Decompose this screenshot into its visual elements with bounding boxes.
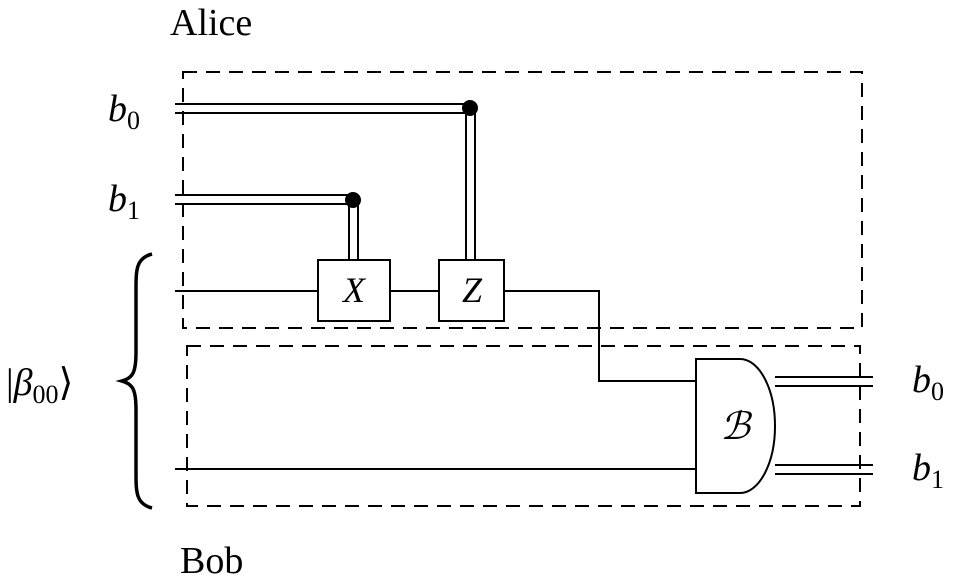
classical-output-b1	[775, 464, 873, 475]
classical-output-b0	[775, 376, 873, 387]
classical-wire-b0	[175, 103, 476, 260]
left-brace	[115, 252, 153, 510]
output-b1-base: b	[912, 447, 931, 489]
output-label-b1: b1	[912, 447, 944, 493]
z-gate-label: Z	[461, 270, 483, 310]
state-ket-open: |	[6, 362, 14, 404]
output-b0-base: b	[912, 359, 931, 401]
alice-region-box	[182, 71, 863, 329]
output-b1-sub: 1	[931, 465, 944, 494]
qubit-wire-alice	[175, 290, 696, 382]
bob-label: Bob	[180, 540, 244, 582]
classical-wire-b1	[175, 194, 359, 260]
x-gate-label: X	[343, 270, 365, 310]
control-dot-b0	[462, 100, 478, 116]
input-b1-sub: 1	[127, 196, 140, 225]
bell-state-label: |β00⟩	[6, 362, 74, 408]
input-b0-base: b	[108, 88, 127, 130]
state-sub: 00	[32, 380, 59, 409]
alice-label: Alice	[170, 2, 253, 44]
input-label-b1: b1	[108, 178, 140, 224]
output-b0-sub: 0	[931, 377, 944, 406]
z-gate-box	[438, 259, 505, 322]
input-label-b0: b0	[108, 88, 140, 134]
state-ket-close: ⟩	[58, 362, 74, 404]
x-gate-box	[317, 259, 391, 322]
control-dot-b1	[345, 192, 361, 208]
bell-measurement-box	[695, 358, 776, 494]
input-b0-sub: 0	[127, 106, 140, 135]
bell-measurement-label: ℬ	[720, 406, 750, 448]
output-label-b0: b0	[912, 359, 944, 405]
state-symbol: β	[13, 362, 33, 404]
input-b1-base: b	[108, 178, 127, 220]
